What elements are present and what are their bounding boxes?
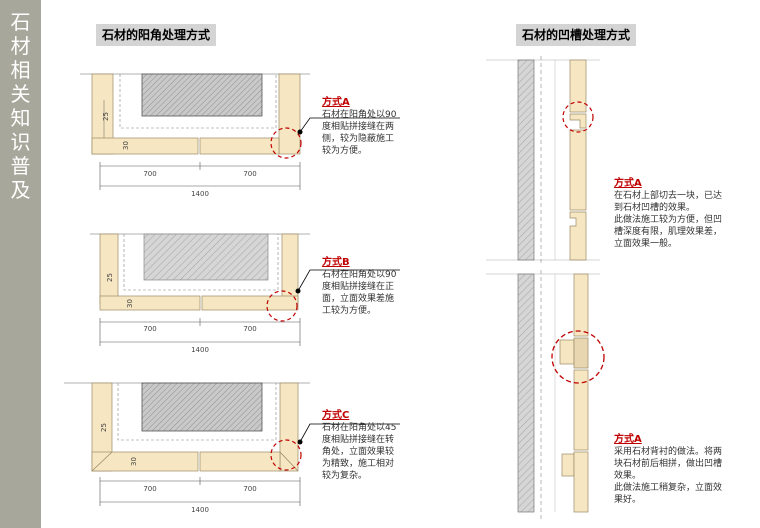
dim-700-left-b: 700 <box>143 325 156 333</box>
dim-30-a: 30 <box>122 141 130 150</box>
sidebar-title-char: 普 <box>10 154 31 178</box>
note-groove-1-line: 槽深度有限，肌理效果差， <box>614 227 723 237</box>
note-c-line: 较为复杂。 <box>322 471 368 481</box>
diagram-c: 700 700 1400 25 30 <box>64 382 400 514</box>
note-c-line: 度相贴拼接缝在转 <box>322 435 395 445</box>
note-groove-1: 方式A 在石材上部切去一块，已达 到石材凹槽的效果。 此做法施工较为方便，但凹 … <box>614 177 746 250</box>
stone-right-a <box>278 73 301 155</box>
dim-25-c: 25 <box>100 423 108 432</box>
diagram-a: 700 700 1400 25 30 <box>80 73 400 198</box>
note-groove-1-line: 此做法施工较为方便，但凹 <box>614 215 723 225</box>
sidebar-title-char: 识 <box>10 130 31 154</box>
note-c-line: 角处，立面效果较 <box>322 447 395 457</box>
column-core-a <box>141 73 263 117</box>
sidebar-title-char: 关 <box>10 82 31 106</box>
note-a-line: 较为方便。 <box>322 146 368 156</box>
note-b-line: 工较为方便。 <box>322 306 377 316</box>
groove-callout-2 <box>551 330 605 384</box>
note-c: 方式C 石材在阳角处以45 度相贴拼接缝在转 角处，立面效果较 为精致，施工相对… <box>322 409 412 482</box>
callout-circle-c <box>270 439 302 471</box>
callout-circle-a <box>270 127 302 159</box>
dim-1400-c: 1400 <box>191 506 209 514</box>
column-core-b <box>143 233 269 281</box>
note-a: 方式A 石材在阳角处以90 度相贴拼接缝在两 侧，较为隐蔽施工 较为方便。 <box>322 96 412 157</box>
groove-callout-1 <box>562 101 594 133</box>
note-b-title: 方式B <box>322 257 350 268</box>
note-groove-1-title: 方式A <box>614 178 642 189</box>
wall-1 <box>517 59 535 261</box>
dim-25-a: 25 <box>102 112 110 121</box>
sidebar-title-char: 相 <box>10 58 31 82</box>
note-groove-1-line: 在石材上部切去一块，已达 <box>614 191 723 201</box>
note-b-line: 面，立面效果差施 <box>322 294 395 304</box>
sidebar-title-char: 材 <box>10 34 31 58</box>
note-groove-1-line: 到石材凹槽的效果。 <box>614 203 696 213</box>
dim-1400-b: 1400 <box>191 346 209 354</box>
diagram-b: 700 700 1400 25 30 <box>90 233 400 354</box>
callout-circle-b <box>266 290 298 322</box>
note-groove-2-line: 块石材前后相拼，做出凹槽 <box>614 459 723 469</box>
dim-700-right-a: 700 <box>243 170 256 178</box>
note-b-line: 度相贴拼接缝在正 <box>322 282 395 292</box>
note-groove-2-line: 此做法施工稍复杂，立面效 <box>614 483 723 493</box>
note-b: 方式B 石材在阳角处以90 度相贴拼接缝在正 面，立面效果差施 工较为方便。 <box>322 256 412 317</box>
note-groove-2-line: 效果。 <box>614 471 642 481</box>
note-groove-2-line: 果好。 <box>614 495 642 505</box>
groove-diagram-2 <box>486 270 605 520</box>
sidebar-title: 石材相关知识普及 <box>0 10 41 202</box>
sidebar-title-char: 及 <box>10 178 31 202</box>
dim-25-b: 25 <box>106 273 114 282</box>
note-a-line: 石材在阳角处以90 <box>322 110 397 120</box>
dim-700-left-c: 700 <box>143 485 156 493</box>
dim-1400-a: 1400 <box>191 190 209 198</box>
note-a-title: 方式A <box>322 97 350 108</box>
note-c-line: 为精致，施工相对 <box>322 459 395 469</box>
sidebar: 石材相关知识普及 <box>0 0 41 528</box>
note-groove-2: 方式A 采用石材背衬的做法。将两 块石材前后相拼，做出凹槽 效果。 此做法施工稍… <box>614 433 746 506</box>
section-title-outer-corner: 石材的阳角处理方式 <box>96 24 217 46</box>
note-groove-2-line: 采用石材背衬的做法。将两 <box>614 447 723 457</box>
note-a-line: 侧，较为隐蔽施工 <box>322 134 395 144</box>
dim-700-right-c: 700 <box>243 485 256 493</box>
note-c-title: 方式C <box>322 410 350 421</box>
note-groove-1-line: 立面效果一般。 <box>614 239 678 249</box>
dim-30-b: 30 <box>126 299 134 308</box>
note-c-line: 石材在阳角处以45 <box>322 423 397 433</box>
wall-2 <box>517 273 535 513</box>
column-core-c <box>141 382 263 432</box>
groove-diagram-1 <box>486 56 600 264</box>
dim-700-left-a: 700 <box>143 170 156 178</box>
note-groove-2-title: 方式A <box>614 434 642 445</box>
dim-30-c: 30 <box>130 457 138 466</box>
sidebar-title-char: 知 <box>10 106 31 130</box>
note-a-line: 度相贴拼接缝在两 <box>322 122 395 132</box>
dim-700-right-b: 700 <box>243 325 256 333</box>
section-title-groove: 石材的凹槽处理方式 <box>516 24 637 46</box>
sidebar-title-char: 石 <box>10 10 31 34</box>
note-b-line: 石材在阳角处以90 <box>322 270 397 280</box>
